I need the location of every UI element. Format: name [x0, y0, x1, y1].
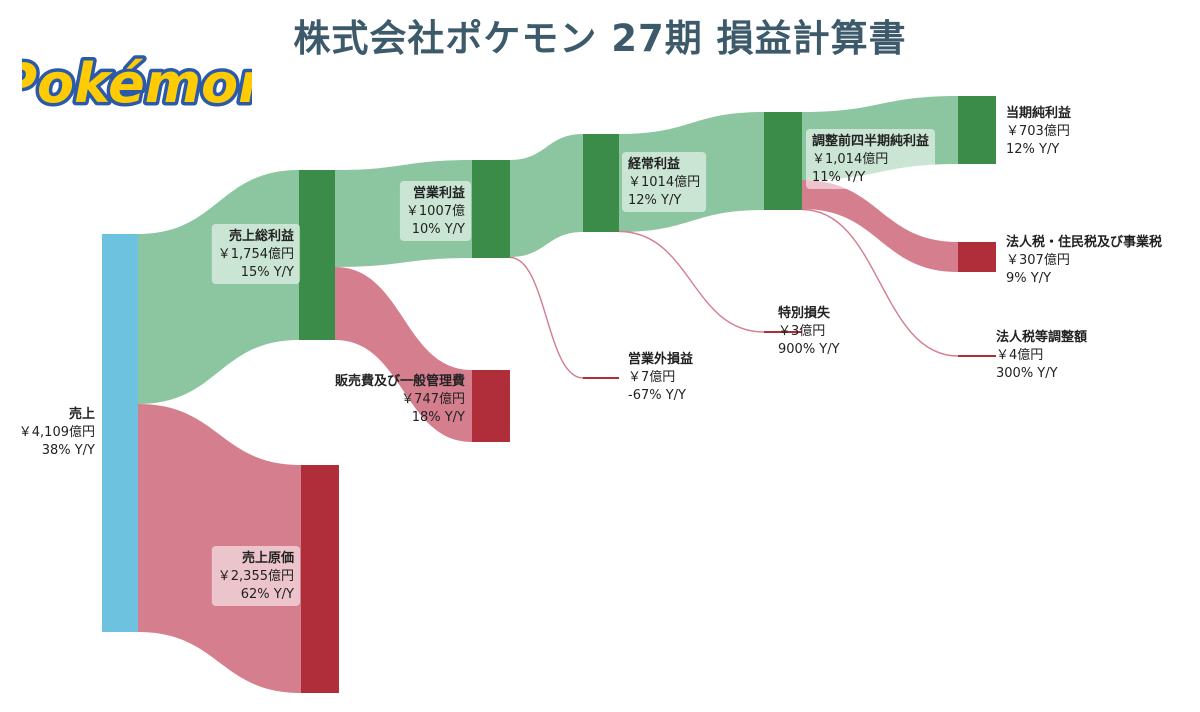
label-background — [211, 546, 301, 606]
node-value: ￥1007億 — [406, 203, 465, 219]
node-value: ￥4億円 — [996, 347, 1043, 363]
node-name: 売上総利益 — [229, 228, 294, 244]
flow-gross_profit-to-sga — [335, 267, 472, 442]
label-pretax_profit: 調整前四半期純利益 ￥1,014億円 11% Y/Y — [806, 129, 936, 189]
node-name: 経常利益 — [628, 156, 680, 172]
svg-text:Pokémon: Pokémon — [22, 52, 252, 115]
flow-revenue-to-gross_profit — [138, 170, 299, 404]
node-name: 営業利益 — [413, 185, 465, 201]
label-background — [622, 152, 707, 212]
node-non_operating_loss — [583, 377, 619, 379]
sankey-nodes — [102, 96, 996, 693]
node-income_tax — [958, 242, 996, 272]
node-sga — [472, 370, 510, 442]
node-yoy: 18% Y/Y — [412, 410, 465, 425]
chart-title: 株式会社ポケモン 27期 損益計算書 — [293, 17, 907, 60]
node-yoy: 11% Y/Y — [812, 170, 865, 185]
node-name: 販売費及び一般管理費 — [335, 373, 465, 389]
node-name: 法人税・住民税及び事業税 — [1006, 234, 1162, 250]
node-name: 売上原価 — [242, 550, 294, 566]
node-name: 特別損失 — [778, 305, 831, 321]
node-value: ￥1014億円 — [628, 174, 700, 190]
flow-pretax_profit-to-tax_adjustment — [801, 208, 959, 357]
node-yoy: 12% Y/Y — [1006, 142, 1059, 157]
node-yoy: 900% Y/Y — [778, 342, 840, 357]
node-extraordinary_loss — [764, 331, 802, 333]
label-gross_profit: 売上総利益 ￥1,754億円 15% Y/Y — [211, 224, 301, 284]
node-value: ￥2,355億円 — [218, 568, 294, 584]
node-revenue — [102, 234, 138, 632]
node-value: ￥307億円 — [1006, 252, 1070, 268]
label-background — [806, 129, 936, 189]
label-tax_adjustment: 法人税等調整額 ￥4億円 300% Y/Y — [996, 329, 1087, 381]
node-value: ￥4,109億円 — [19, 424, 95, 440]
node-yoy: -67% Y/Y — [628, 388, 686, 403]
label-operating_profit: 営業利益 ￥1007億 10% Y/Y — [399, 181, 472, 241]
node-cogs — [301, 465, 339, 693]
node-name: 調整前四半期純利益 — [812, 133, 929, 149]
node-operating_profit — [472, 160, 510, 258]
node-yoy: 9% Y/Y — [1006, 271, 1051, 286]
node-pretax_profit — [764, 112, 802, 210]
node-name: 売上 — [69, 406, 95, 422]
label-non_operating_loss: 営業外損益 ￥7億円 -67% Y/Y — [628, 351, 693, 403]
label-background — [211, 224, 301, 284]
node-yoy: 62% Y/Y — [241, 587, 294, 602]
node-value: ￥703億円 — [1006, 123, 1070, 139]
node-yoy: 38% Y/Y — [42, 443, 95, 458]
sankey-labels: 売上 ￥4,109億円 38% Y/Y 売上総利益 ￥1,754億円 15% Y/Y 売上原… — [19, 105, 1162, 606]
flow-pretax_profit-to-income_tax — [802, 180, 958, 272]
node-ordinary_profit — [583, 134, 619, 232]
label-ordinary_profit: 経常利益 ￥1014億円 12% Y/Y — [622, 152, 707, 212]
node-yoy: 300% Y/Y — [996, 366, 1058, 381]
flow-ordinary_profit-to-extraordinary_loss — [618, 230, 765, 333]
node-value: ￥1,754億円 — [218, 246, 294, 262]
node-name: 当期純利益 — [1006, 105, 1071, 121]
node-net_income — [958, 96, 996, 164]
flow-operating_profit-to-ordinary_profit — [510, 134, 583, 257]
label-cogs: 売上原価 ￥2,355億円 62% Y/Y — [211, 546, 301, 606]
label-extraordinary_loss: 特別損失 ￥3億円 900% Y/Y — [778, 305, 840, 357]
node-yoy: 15% Y/Y — [241, 265, 294, 280]
node-gross_profit — [299, 170, 335, 340]
node-yoy: 12% Y/Y — [628, 193, 681, 208]
node-value: ￥3億円 — [778, 323, 825, 339]
flow-operating_profit-to-non_operating_loss — [509, 256, 584, 379]
label-income_tax: 法人税・住民税及び事業税 ￥307億円 9% Y/Y — [1006, 234, 1162, 286]
node-name: 営業外損益 — [628, 351, 693, 367]
node-value: ￥747億円 — [401, 391, 465, 407]
pokemon-logo: Pokémon — [22, 49, 252, 119]
node-tax_adjustment — [958, 355, 996, 357]
node-value: ￥7億円 — [628, 369, 675, 385]
label-revenue: 売上 ￥4,109億円 38% Y/Y — [19, 406, 95, 458]
node-value: ￥1,014億円 — [812, 151, 888, 167]
label-net_income: 当期純利益 ￥703億円 12% Y/Y — [1006, 105, 1071, 157]
node-yoy: 10% Y/Y — [412, 222, 465, 237]
label-sga: 販売費及び一般管理費 ￥747億円 18% Y/Y — [335, 373, 465, 425]
label-background — [399, 181, 472, 241]
node-name: 法人税等調整額 — [996, 329, 1087, 345]
